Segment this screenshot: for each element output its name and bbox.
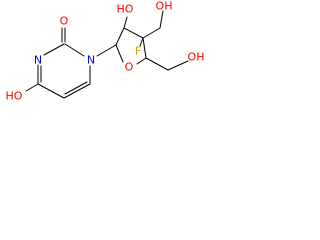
- c3-c2-bond: [123, 27, 144, 39]
- carbonyl-oxygen-label: O: [60, 15, 69, 28]
- lower-ch2oh-label: OH: [188, 51, 205, 64]
- n1-c1prime-bond: [96, 44, 117, 57]
- c4-c5-bond: [37, 83, 65, 99]
- upper-ch2oh-label: OH: [156, 0, 173, 13]
- molecule-structure: O N HO N O HO F OH OH: [6, 0, 205, 103]
- c2-n3-bond: [43, 43, 65, 56]
- c5-c6-double-bond: [64, 81, 88, 95]
- fluorine-label: F: [135, 45, 141, 58]
- n1-c2-bond: [64, 43, 85, 57]
- c1-o4-bond: [115, 44, 124, 63]
- c2-hydroxyl-label: HO: [117, 3, 134, 16]
- c4-oh-bond: [25, 83, 39, 92]
- c2-c1-bond: [115, 27, 125, 46]
- o4-c4-bond: [136, 57, 147, 65]
- c5-c6-bond: [63, 83, 91, 99]
- ch2-oh-lower-bond: [167, 60, 189, 71]
- c4-ch2-bond: [145, 57, 169, 71]
- c4-c3-bond: [142, 37, 147, 59]
- c3-ch2-bond: [142, 27, 161, 39]
- furanose-ring: [115, 10, 189, 71]
- ch2-oh-upper-bond: [159, 10, 164, 29]
- pyrimidine-hydroxyl-label: HO: [6, 90, 23, 103]
- c2-oh-bond: [123, 16, 128, 29]
- n1-label: N: [87, 54, 95, 67]
- furanose-oxygen-label: O: [125, 61, 134, 74]
- n3-label: N: [34, 54, 42, 67]
- c3-f-bond: [139, 37, 144, 47]
- pyrimidine-ring: [25, 27, 91, 99]
